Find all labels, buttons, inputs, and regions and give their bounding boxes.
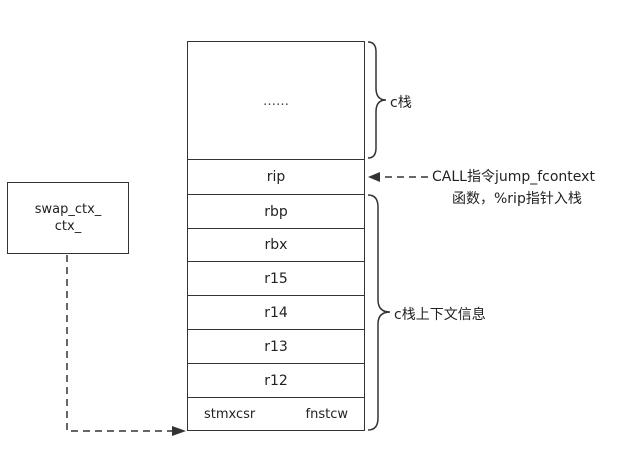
stack-cell-rbx: rbx bbox=[187, 228, 365, 262]
c-stack-label: c栈 bbox=[390, 95, 412, 111]
r12-label: r12 bbox=[264, 372, 288, 389]
ctx-pointer-head bbox=[172, 426, 186, 436]
stack-cell-r12: r12 bbox=[187, 363, 365, 398]
call-annotation-line-2: 函数，%rip指针入栈 bbox=[452, 191, 582, 207]
call-annotation-line-1: CALL指令jump_fcontext bbox=[432, 169, 595, 185]
rbx-label: rbx bbox=[264, 237, 288, 253]
ellipsis-placeholder: …… bbox=[263, 93, 289, 109]
c-stack-context-label: c栈上下文信息 bbox=[394, 307, 486, 323]
swap-ctx-box: swap_ctx_ ctx_ bbox=[7, 182, 129, 254]
stmxcsr-label: stmxcsr bbox=[204, 406, 256, 422]
stack-cell-fp-control: stmxcsr fnstcw bbox=[187, 397, 365, 431]
stack-cell-r15: r15 bbox=[187, 261, 365, 296]
fnstcw-label: fnstcw bbox=[305, 406, 348, 422]
stack-top-region: …… bbox=[187, 41, 365, 161]
brace-c-stack bbox=[367, 41, 387, 159]
brace-c-stack-context bbox=[367, 194, 391, 431]
stack-cell-rbp: rbp bbox=[187, 194, 365, 229]
call-arrow-head bbox=[368, 172, 380, 182]
ctx-pointer-line bbox=[66, 255, 172, 432]
ctx-line-1: swap_ctx_ bbox=[34, 202, 102, 217]
r14-label: r14 bbox=[264, 304, 288, 321]
stack-cell-r13: r13 bbox=[187, 329, 365, 364]
r15-label: r15 bbox=[264, 270, 288, 287]
stack-cell-rip: rip bbox=[187, 159, 365, 195]
ctx-line-2: ctx_ bbox=[54, 219, 82, 234]
r13-label: r13 bbox=[264, 338, 288, 355]
rip-label: rip bbox=[266, 169, 286, 185]
rbp-label: rbp bbox=[264, 203, 288, 220]
stack-cell-r14: r14 bbox=[187, 295, 365, 330]
